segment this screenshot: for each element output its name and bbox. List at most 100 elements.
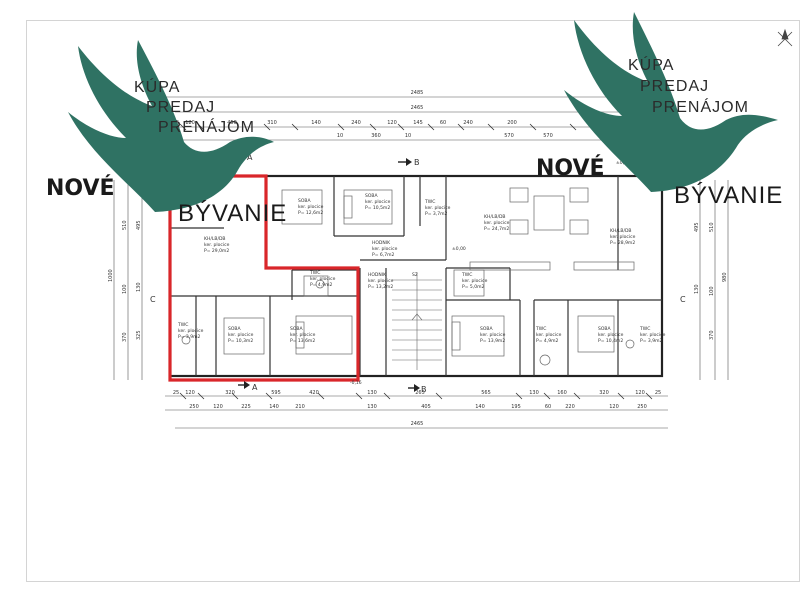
left-dim: 510: [122, 220, 128, 230]
total-width-top-2: 2465: [411, 105, 424, 111]
tagline-line-3: PRENÁJOM: [158, 119, 255, 136]
room-area: P= 29,0m2: [204, 248, 229, 254]
left-dim: 100: [122, 284, 128, 294]
room-area: P= 6,7m2: [372, 252, 394, 258]
top-dim-2: 10: [337, 133, 343, 139]
bottom-dim-2: 225: [241, 404, 251, 410]
top-dim: 60: [440, 120, 446, 126]
room-area-label: ker. plocice: [365, 199, 391, 205]
stairs: [392, 272, 442, 370]
room-area-label: ker. plocice: [228, 332, 254, 338]
room-area-label: ker. plocice: [372, 246, 398, 252]
right-dim: 130: [694, 284, 700, 294]
brand-name-part1: NOVÉ: [46, 176, 115, 201]
right-dim: 510: [709, 222, 715, 232]
brand-name-part2: BÝVANIE: [178, 200, 288, 227]
left-dim: 370: [122, 332, 128, 342]
room-area-label: ker. plocice: [462, 278, 488, 284]
room-area-label: ker. plocice: [368, 278, 394, 284]
right-dim: 100: [709, 286, 715, 296]
room-area-label: ker. plocice: [640, 332, 666, 338]
room-name: SOBA: [365, 193, 378, 199]
top-dim: 450: [227, 120, 237, 126]
room-area: P= 3,7m2: [425, 211, 447, 217]
brand-name-part2-right: BÝVANIE: [674, 182, 784, 209]
room-name: SOBA: [290, 326, 303, 332]
room-area: P= 12,6m2: [298, 210, 323, 216]
section-mark-c-left: C: [150, 295, 156, 304]
room-area-label: ker. plocice: [480, 332, 506, 338]
room-name: TWC: [309, 270, 320, 276]
dimension-labels: 2485 2465 2465 25 120 450 310 140 240 12…: [173, 90, 661, 427]
bottom-dim-2: 120: [609, 404, 619, 410]
tagline-line-1: KÚPA: [134, 79, 181, 96]
room-name: TWC: [639, 326, 650, 332]
room-area: P= 5,0m2: [462, 284, 484, 290]
room-area-label: ker. plocice: [610, 234, 636, 240]
wing-logo-left-icon: [68, 40, 274, 212]
bottom-dim: 25: [655, 390, 661, 396]
bottom-dim-2: 130: [367, 404, 377, 410]
top-dim: 120: [387, 120, 397, 126]
room-name: TWC: [177, 322, 188, 328]
room-area: P= 13,9m2: [480, 338, 505, 344]
top-dim-2: 360: [371, 133, 381, 139]
bottom-dim-2: 210: [295, 404, 305, 410]
room-area: P= 4,9m2: [536, 338, 558, 344]
top-dim-2: 570: [504, 133, 514, 139]
top-dim: 120: [185, 120, 195, 126]
room-name: TWC: [424, 199, 435, 205]
bottom-dim: 265: [415, 390, 425, 396]
total-width-bottom: 2465: [411, 421, 424, 427]
room-area-label: ker. plocice: [310, 276, 336, 282]
bottom-dim: 25: [173, 390, 179, 396]
section-mark-a-bottom: A: [252, 383, 258, 392]
inner-walls: [170, 176, 662, 376]
section-markers: B B A A C C: [150, 153, 686, 394]
bottom-dim: 420: [309, 390, 319, 396]
room-area-label: ker. plocice: [290, 332, 316, 338]
bottom-dim: 320: [599, 390, 609, 396]
room-area-label: ker. plocice: [598, 332, 624, 338]
tagline-line-3-right: PRENÁJOM: [652, 99, 749, 116]
right-dim: 980: [722, 272, 728, 282]
room-name: SOBA: [480, 326, 493, 332]
room-area: P= 13,2m2: [368, 284, 393, 290]
bottom-dim: 565: [481, 390, 491, 396]
room-area-label: ker. plocice: [298, 204, 324, 210]
total-width-top-1: 2485: [411, 90, 424, 96]
room-name: HODNIK: [368, 272, 387, 278]
stair-label: S2: [412, 272, 418, 278]
top-dim: 240: [351, 120, 361, 126]
bottom-dim: 320: [225, 390, 235, 396]
bottom-dim-2: 140: [269, 404, 279, 410]
top-dim: 200: [507, 120, 517, 126]
right-dim: 495: [694, 222, 700, 232]
bottom-dim-2: 220: [565, 404, 575, 410]
left-dim: 130: [136, 282, 142, 292]
room-name: SOBA: [228, 326, 241, 332]
room-area: P= 10,4m2: [598, 338, 623, 344]
room-labels: KH/LB/DB ker. plocice P= 29,0m2 SOBA ker…: [177, 160, 666, 386]
furniture: [181, 187, 635, 366]
section-mark-c-right: C: [680, 295, 686, 304]
room-area: P= 10,3m2: [228, 338, 253, 344]
bottom-dim-2: 60: [545, 404, 551, 410]
level-mark: -0,16: [350, 380, 362, 386]
room-name: SOBA: [598, 326, 611, 332]
bottom-dim: 160: [557, 390, 567, 396]
bottom-dim-2: 405: [421, 404, 431, 410]
room-name: TWC: [461, 272, 472, 278]
room-area: P= 24,7m2: [484, 226, 509, 232]
top-dim-2: 10: [405, 133, 411, 139]
room-name: SOBA: [298, 198, 311, 204]
room-name: KH/LB/DB: [484, 214, 506, 220]
tagline-line-2: PREDAJ: [146, 99, 216, 116]
north-arrow-icon: [777, 28, 793, 47]
bottom-dim-2: 250: [637, 404, 647, 410]
bottom-dim-2: 250: [189, 404, 199, 410]
left-dim: 1000: [108, 269, 114, 282]
room-area: P= 28,9m2: [610, 240, 635, 246]
bottom-dim-2: 120: [213, 404, 223, 410]
